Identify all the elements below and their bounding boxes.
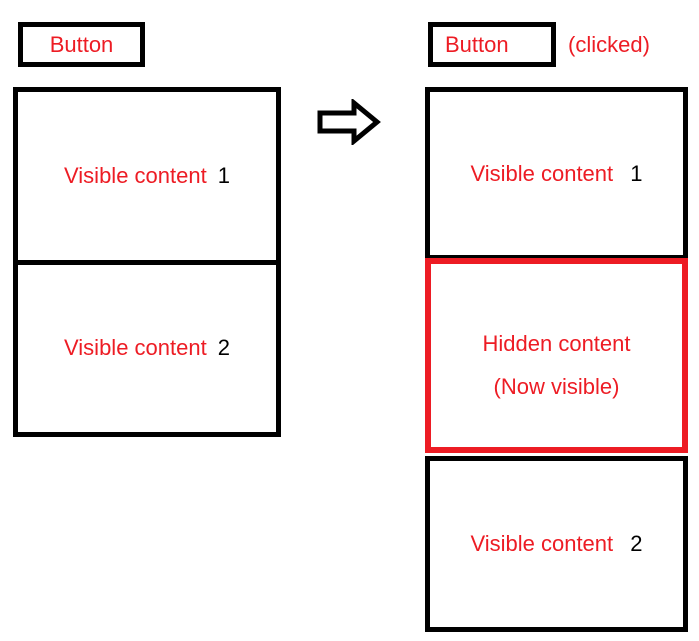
after-box-1-label: Visible content <box>470 160 614 186</box>
button-before[interactable]: Button <box>18 22 145 67</box>
after-box-3-number: 2 <box>630 531 643 556</box>
before-content-panel: Visible content 1 Visible content 2 <box>13 87 281 437</box>
button-after[interactable]: Button <box>428 22 556 67</box>
hidden-content-label: Hidden content <box>482 331 631 356</box>
after-box-3-label: Visible content <box>470 531 614 556</box>
clicked-annotation: (clicked) <box>568 31 650 57</box>
before-section-1-label: Visible content <box>64 162 207 188</box>
button-after-label: Button <box>445 31 509 57</box>
before-section-1-number: 1 <box>217 162 230 188</box>
button-before-label: Button <box>49 31 114 57</box>
before-section-2-number: 2 <box>217 335 230 361</box>
before-section-1: Visible content 1 <box>18 92 276 265</box>
after-box-1-number: 1 <box>630 160 643 186</box>
transition-right-arrow-icon <box>317 97 381 147</box>
after-box-visible-2: Visible content 2 <box>425 456 688 632</box>
now-visible-label: (Now visible) <box>493 374 620 399</box>
after-box-visible-1: Visible content 1 <box>425 87 688 260</box>
before-section-2: Visible content 2 <box>18 265 276 433</box>
after-box-hidden-content: Hidden content (Now visible) <box>425 258 688 453</box>
before-section-2-label: Visible content <box>64 335 207 361</box>
